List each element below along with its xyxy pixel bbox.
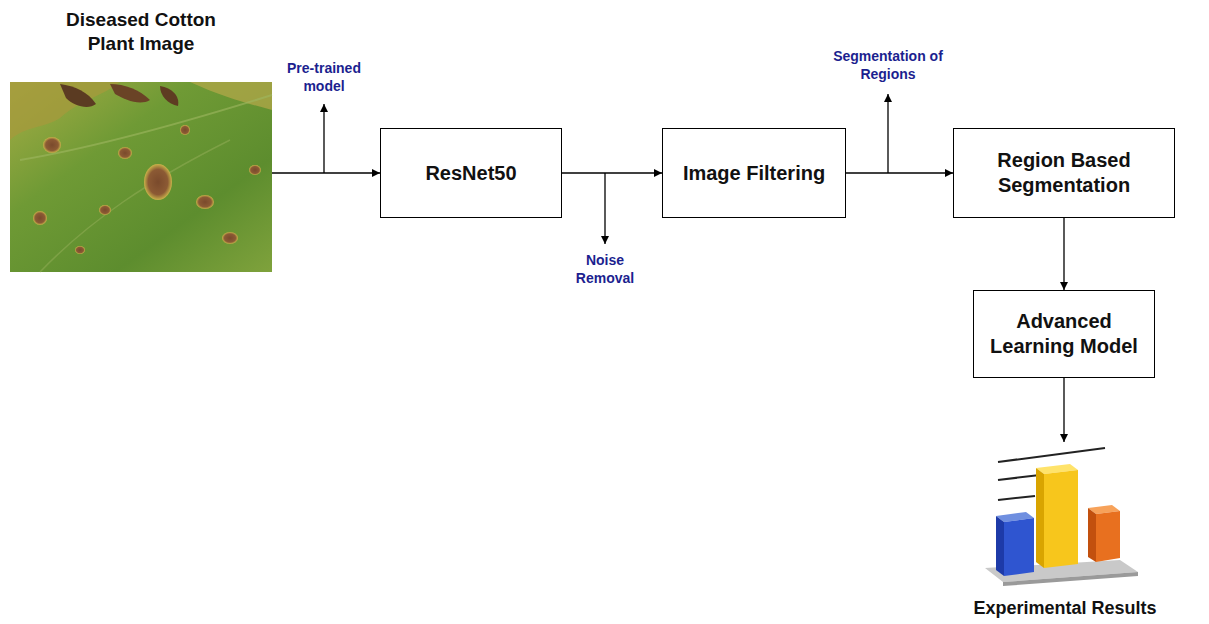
node-text: Diseased Cotton Plant Image <box>54 8 229 56</box>
process-box: ResNet50 <box>380 128 562 218</box>
node-text: Advanced Learning Model <box>984 309 1144 359</box>
annotation-label: Noise Removal <box>565 252 645 287</box>
flow-arrow <box>1063 218 1064 290</box>
annotation-label: Pre-trained model <box>274 60 374 95</box>
process-box: Image Filtering <box>662 128 846 218</box>
process-box: Advanced Learning Model <box>973 290 1155 378</box>
branch-arrows <box>324 94 888 244</box>
flow-arrow <box>846 172 953 173</box>
flow-arrow <box>272 172 380 173</box>
flow-arrow <box>1063 378 1064 442</box>
image-node: Diseased Cotton Plant Image <box>10 8 272 272</box>
result-node: Experimental Results <box>965 442 1165 620</box>
node-text: Region Based Segmentation <box>964 148 1164 198</box>
annotation-label: Segmentation of Regions <box>818 48 958 83</box>
flow-arrow <box>562 172 662 173</box>
node-text: ResNet50 <box>425 161 516 186</box>
process-box: Region Based Segmentation <box>953 128 1175 218</box>
bar-chart-icon <box>985 448 1138 586</box>
node-text: Experimental Results <box>973 598 1156 620</box>
node-text: Image Filtering <box>683 161 825 186</box>
leaf-photo <box>10 82 272 272</box>
